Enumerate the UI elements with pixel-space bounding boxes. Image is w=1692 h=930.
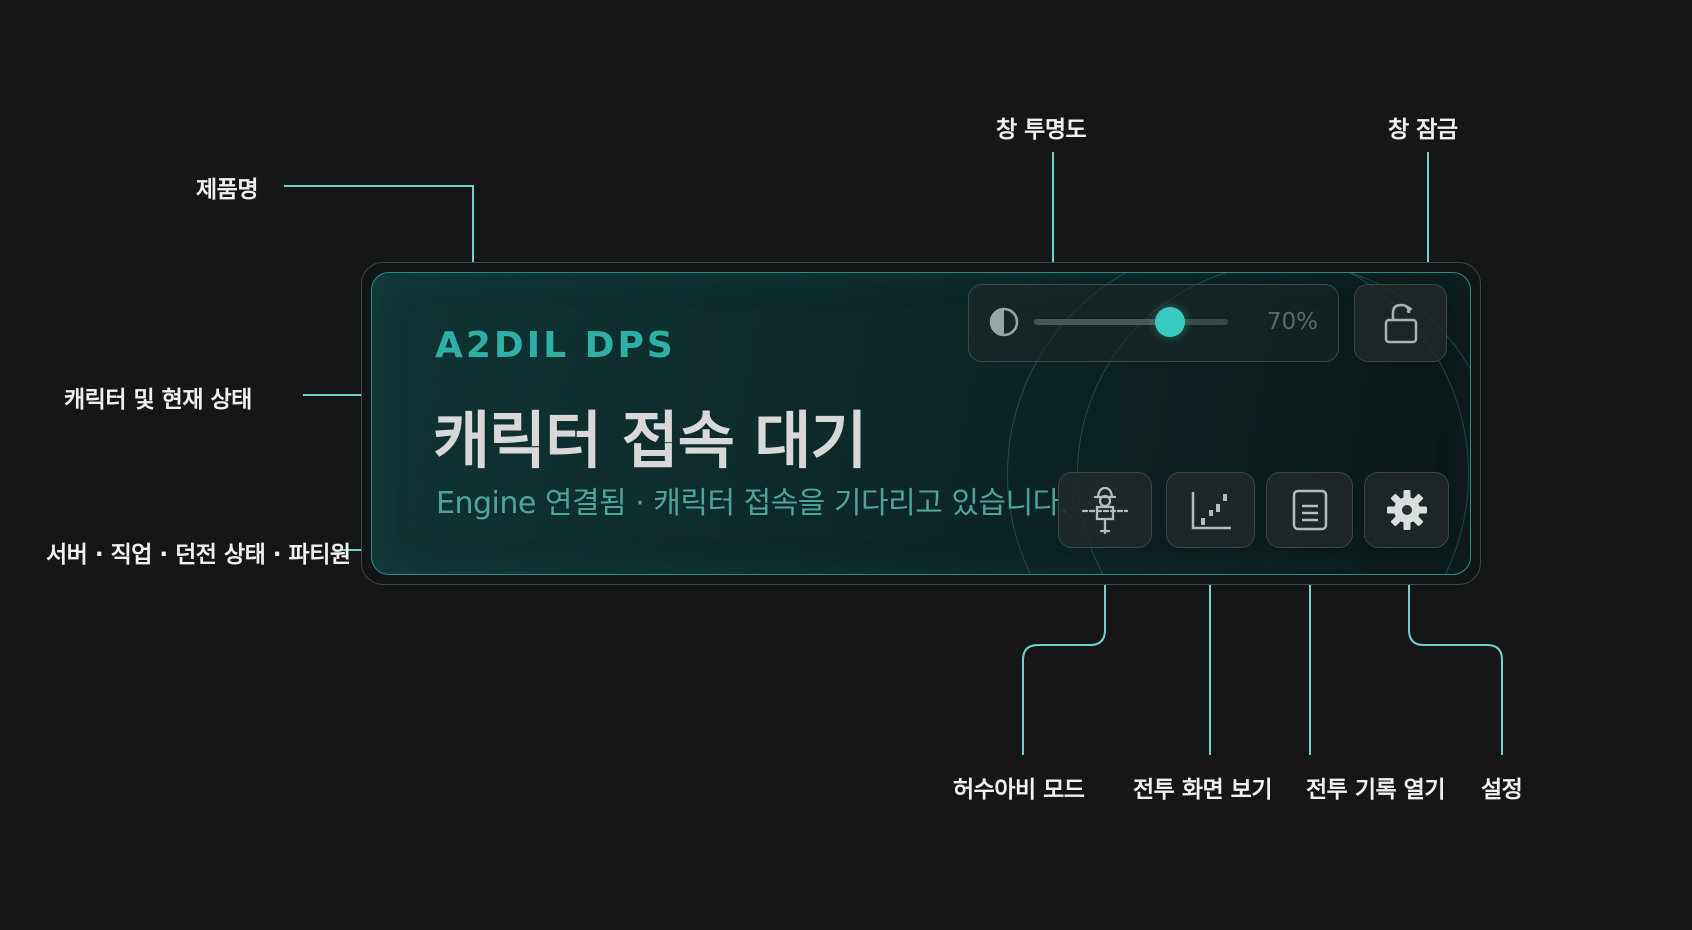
scarecrow-icon xyxy=(1081,486,1129,535)
label-battle-view: 전투 화면 보기 xyxy=(1133,777,1272,803)
gear-icon xyxy=(1386,490,1427,530)
unlock-icon xyxy=(1384,303,1417,344)
label-lock: 창 잠금 xyxy=(1388,117,1458,143)
opacity-value: 70% xyxy=(1266,309,1318,335)
label-opacity: 창 투명도 xyxy=(996,117,1087,143)
settings-button[interactable] xyxy=(1364,472,1449,548)
character-status-title: 캐릭터 접속 대기 xyxy=(433,404,867,477)
product-name: A2DIL DPS xyxy=(435,325,676,366)
callout-line-scarecrow xyxy=(1022,561,1106,755)
bar-chart-icon xyxy=(1191,492,1231,530)
label-scarecrow: 허수아비 모드 xyxy=(953,777,1085,803)
battle-log-button[interactable] xyxy=(1266,472,1353,548)
battle-view-button[interactable] xyxy=(1166,472,1255,548)
label-product-name: 제품명 xyxy=(196,177,258,203)
status-subtitle: Engine 연결됨 · 캐릭터 접속을 기다리고 있습니다. xyxy=(436,486,1069,521)
callout-line-settings xyxy=(1408,561,1503,755)
label-battle-log: 전투 기록 열기 xyxy=(1306,777,1445,803)
lock-button[interactable] xyxy=(1354,284,1447,362)
opacity-control: 70% xyxy=(968,284,1339,362)
label-settings: 설정 xyxy=(1481,777,1523,803)
label-server-info: 서버 · 직업 · 던전 상태 · 파티원 xyxy=(46,542,351,568)
label-character-status: 캐릭터 및 현재 상태 xyxy=(64,387,252,413)
half-circle-icon xyxy=(989,307,1019,337)
scarecrow-mode-button[interactable] xyxy=(1058,472,1152,548)
opacity-slider-fill xyxy=(1034,319,1170,325)
opacity-slider[interactable] xyxy=(1034,307,1228,337)
opacity-slider-thumb[interactable] xyxy=(1154,307,1185,337)
document-icon xyxy=(1292,489,1327,531)
